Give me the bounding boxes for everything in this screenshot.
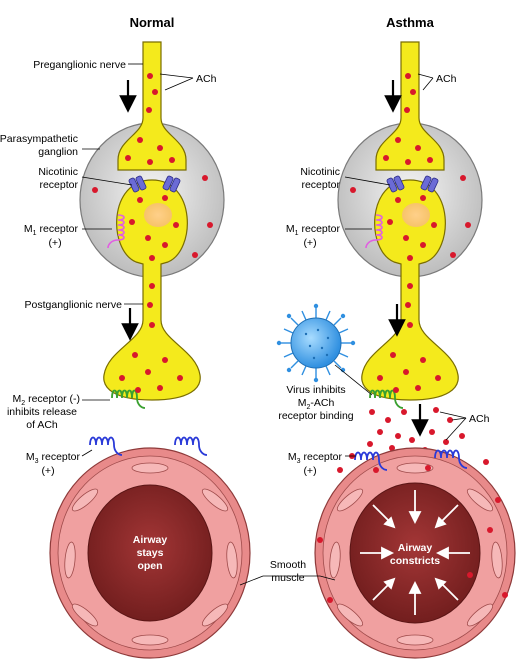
asthma-nucleus bbox=[402, 203, 430, 227]
normal-nicotinic-receptor bbox=[128, 175, 181, 193]
label-postganglionic-nerve: Postganglionic nerve bbox=[25, 299, 123, 311]
label-nicotinic-normal: Nicotinic bbox=[38, 166, 78, 178]
label-ach-normal: ACh bbox=[196, 73, 217, 85]
label-parasympathetic: Parasympathetic bbox=[0, 133, 78, 145]
normal-airway bbox=[49, 436, 251, 659]
normal-preganglionic-nerve bbox=[117, 41, 187, 171]
label-muscle: muscle bbox=[271, 572, 304, 584]
label-m3-receptor-asthma: M3 receptor bbox=[288, 451, 343, 465]
label-m3-receptor-normal: M3 receptor bbox=[26, 451, 81, 465]
asthma-m1-receptor-icon bbox=[365, 214, 383, 249]
label-m2-receptor: M2 receptor (-) bbox=[13, 393, 81, 407]
asthma-ach-dots bbox=[350, 73, 471, 453]
asthma-title: Asthma bbox=[386, 15, 434, 30]
label-virus-line3: receptor binding bbox=[278, 410, 353, 422]
normal-postganglionic-nerve bbox=[103, 179, 201, 401]
label-smooth: Smooth bbox=[270, 559, 306, 571]
virus-icon bbox=[276, 303, 356, 383]
asthma-airway bbox=[314, 447, 516, 659]
asthma-m3-receptor-icon-2 bbox=[434, 449, 468, 469]
label-virus-line1: Virus inhibits bbox=[286, 384, 345, 396]
asthma-neuron bbox=[276, 41, 483, 453]
asthma-m2-receptor-icon bbox=[369, 389, 404, 409]
label-nicotinic-receptor-asthma: receptor bbox=[301, 179, 340, 191]
label-m3-plus-asthma: (+) bbox=[303, 465, 316, 477]
label-stays: stays bbox=[137, 547, 164, 559]
label-m1-plus-normal: (+) bbox=[48, 237, 61, 249]
constriction-arrow-icon bbox=[360, 490, 470, 615]
asthma-nicotinic-receptor bbox=[386, 175, 439, 193]
label-airway-asthma: Airway bbox=[398, 542, 433, 554]
normal-title: Normal bbox=[130, 15, 175, 30]
normal-neuron bbox=[79, 41, 225, 409]
label-open: open bbox=[137, 560, 162, 572]
asthma-m3-receptor-icon bbox=[354, 451, 388, 471]
label-inhibits-release: inhibits release bbox=[7, 406, 77, 418]
label-virus-line2: M2-ACh bbox=[298, 397, 335, 411]
label-ach-asthma: ACh bbox=[436, 73, 457, 85]
label-constricts: constricts bbox=[390, 555, 440, 567]
asthma-airway-ach-dots bbox=[317, 453, 508, 603]
normal-m3-receptor-icon bbox=[89, 436, 123, 456]
asthma-preganglionic-nerve bbox=[375, 41, 445, 171]
normal-ach-dots bbox=[92, 73, 213, 393]
label-of-ach: of ACh bbox=[26, 419, 58, 431]
label-preganglionic-nerve: Preganglionic nerve bbox=[33, 59, 126, 71]
label-m1-receptor-normal: M1 receptor bbox=[24, 223, 79, 237]
label-ganglion: ganglion bbox=[38, 146, 78, 158]
label-nicotinic-receptor-normal: receptor bbox=[39, 179, 78, 191]
label-ach-released: ACh bbox=[469, 413, 490, 425]
label-m3-plus-normal: (+) bbox=[41, 465, 54, 477]
label-nicotinic-asthma: Nicotinic bbox=[300, 166, 340, 178]
normal-m3-receptor-icon-2 bbox=[174, 436, 208, 456]
normal-m1-receptor-icon bbox=[107, 214, 125, 249]
label-m1-plus-asthma: (+) bbox=[303, 237, 316, 249]
leader-lines bbox=[81, 63, 467, 586]
label-m1-receptor-asthma: M1 receptor bbox=[286, 223, 341, 237]
normal-nucleus bbox=[144, 203, 172, 227]
normal-m2-receptor-icon bbox=[111, 389, 146, 409]
label-airway-normal: Airway bbox=[133, 534, 168, 546]
asthma-postganglionic-nerve bbox=[361, 179, 459, 401]
